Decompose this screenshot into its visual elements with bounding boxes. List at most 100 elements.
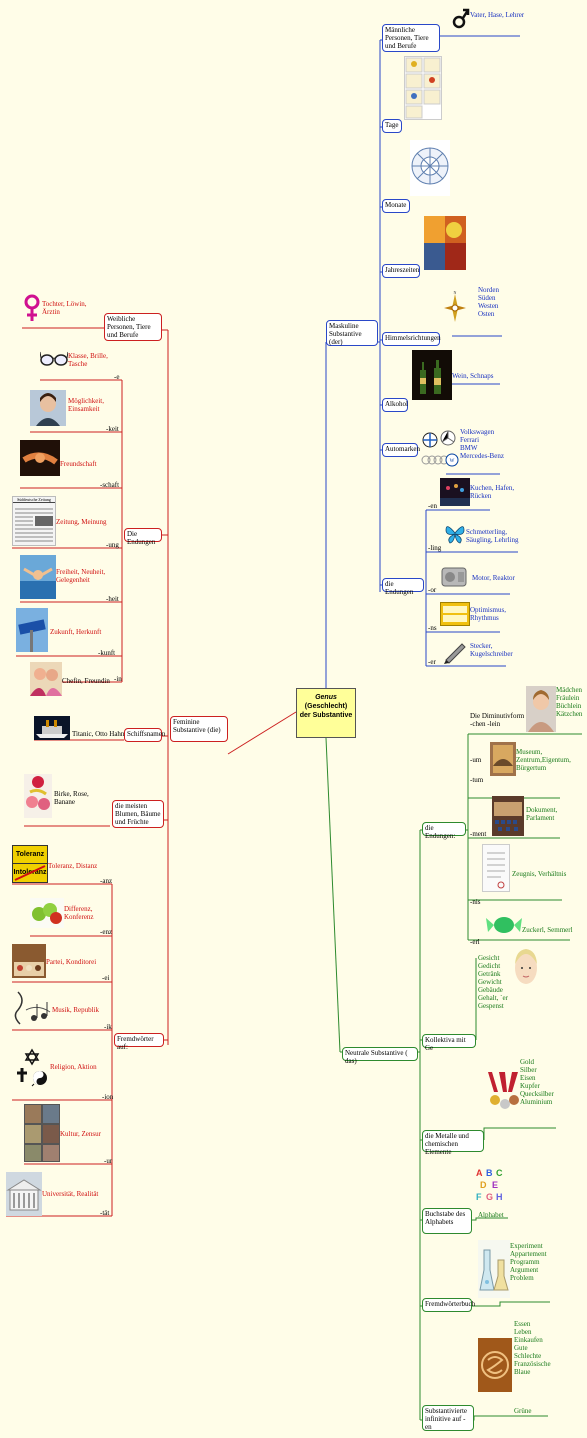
tolerance-sign-image: Toleranz Intoleranz: [12, 845, 48, 883]
feminine-ending-keit-suffix: -keit: [106, 425, 119, 433]
neuter-endings-node[interactable]: die Endungen:: [422, 822, 466, 840]
feminine-foreign-anz-suffix: -anz: [100, 877, 113, 885]
parliament-image: [492, 796, 524, 836]
neuter-ending-erl-suffix: -erl: [470, 938, 480, 946]
metal-silber: Silber: [520, 1066, 537, 1074]
infinitive-franzoesische: Französische: [514, 1360, 551, 1368]
titanic-ship-image: [34, 716, 70, 740]
neuter-endings-label: die Endungen:: [425, 824, 456, 840]
masculine-endings-node[interactable]: die Endungen: [382, 578, 424, 596]
feminine-foreign-ik-examples: Musik, Republik: [52, 1006, 100, 1014]
masculine-persons-node[interactable]: Männliche Personen, Tiere und Berufe: [382, 24, 440, 52]
metal-gold: Gold: [520, 1058, 534, 1066]
feminine-ships-label: Schiffsnamen: [127, 730, 166, 738]
foreign-appartement: Appartement: [510, 1250, 547, 1258]
feminine-foreign-anz-examples: Toleranz, Distanz: [48, 862, 98, 870]
neuter-ending-nis-examples: Zeugnis, Verhältnis: [512, 870, 567, 878]
neuter-foreign-list: Experiment Appartement Programm Argument…: [510, 1242, 547, 1282]
collective-gebaeude: Gebäude: [478, 986, 503, 994]
masculine-months-node[interactable]: Monate: [382, 199, 410, 213]
masculine-days-node[interactable]: Tage: [382, 119, 402, 133]
masculine-ending-en-suffix: -en: [428, 502, 437, 510]
foreign-experiment: Experiment: [510, 1242, 543, 1250]
svg-text:H: H: [496, 1192, 503, 1202]
neuter-branch-node[interactable]: Neutrale Substantive ( das): [342, 1047, 418, 1065]
direction-norden: Norden: [478, 286, 499, 294]
neuter-collective-node[interactable]: Kollektiva mit Ge: [422, 1034, 476, 1052]
car-mercedes-benz: Mercedes-Benz: [460, 452, 504, 460]
infinitive-leben: Leben: [514, 1328, 532, 1336]
neuter-metals-list: Gold Silber Eisen Kupfer Quecksilber Alu…: [520, 1058, 554, 1106]
feminine-endings-label: Die Endungen: [127, 530, 156, 546]
flowers-fruits-image: [24, 774, 52, 818]
feminine-foreign-ur-suffix: -ur: [104, 1157, 113, 1165]
foreign-problem: Problem: [510, 1274, 534, 1282]
feminine-foreign-node[interactable]: Fremdwörter auf:: [114, 1033, 164, 1051]
infinitive-gute: Gute: [514, 1344, 528, 1352]
masculine-persons-examples: Vater, Hase, Lehrer: [470, 11, 525, 19]
feminine-ending-ung-examples: Zeitung, Meinung: [56, 518, 107, 526]
masculine-seasons-node[interactable]: Jahreszeiten: [382, 264, 420, 278]
diminutive-maedchen: Mädchen: [556, 686, 583, 694]
essen-logo-image: [478, 1338, 512, 1392]
collective-gedicht: Gedicht: [478, 962, 501, 970]
feminine-ending-schaft-suffix: -schaft: [100, 481, 120, 489]
religion-symbols-icon: [14, 1048, 50, 1090]
two-women-image: [30, 662, 62, 696]
central-node[interactable]: Genus (Geschlecht) der Substantive: [296, 688, 356, 738]
masculine-ending-or-examples: Motor, Reaktor: [472, 574, 515, 582]
motor-image: [440, 562, 470, 590]
feminine-persons-node[interactable]: Weibliche Personen, Tiere und Berufe: [104, 313, 162, 341]
zodiac-wheel-image: [410, 140, 450, 196]
feminine-endings-node[interactable]: Die Endungen: [124, 528, 162, 546]
masculine-ending-or-suffix: -or: [428, 586, 437, 594]
feminine-ending-e-examples: Klasse, Brille, Tasche: [68, 352, 108, 368]
neuter-ending-um-suffix: -um: [470, 756, 482, 764]
masculine-months-label: Monate: [385, 201, 407, 209]
feminine-ending-e-suffix: -e: [114, 373, 120, 381]
neuter-foreign-node[interactable]: Fremdwörterbuch: [422, 1298, 475, 1312]
harbor-image: [440, 478, 470, 506]
newspaper-masthead: Süddeutsche Zeitung: [13, 497, 55, 503]
feminine-ending-heit-suffix: -heit: [106, 595, 119, 603]
car-volkswagen: Volkswagen: [460, 428, 495, 436]
infinitive-einkaufen: Einkaufen: [514, 1336, 543, 1344]
feminine-branch-node[interactable]: Feminine Substantive (die): [170, 716, 228, 742]
masculine-ending-ns-suffix: -ns: [428, 624, 437, 632]
masculine-branch-label: Maskuline Substantive (der): [329, 322, 362, 346]
butterfly-icon: [444, 522, 466, 544]
masculine-alcohol-label: Alkohol: [385, 400, 408, 408]
feminine-foreign-taet-examples: Universität, Realität: [42, 1190, 99, 1198]
feminine-foreign-label: Fremdwörter auf:: [117, 1035, 154, 1051]
svg-text:W: W: [450, 459, 455, 464]
masculine-directions-node[interactable]: Himmelsrichtungen: [382, 332, 441, 346]
feminine-flowers-node[interactable]: die meisten Blumen, Bäume und Früchte: [112, 800, 164, 828]
collective-gehalt: Gehalt, `er: [478, 994, 508, 1002]
neuter-metals-node[interactable]: die Metalle und chemischen Elemente: [422, 1130, 484, 1156]
masculine-endings-label: die Endungen: [385, 580, 414, 596]
link-central-feminine: [227, 711, 297, 755]
masculine-ending-er-examples: Stecker, Kugelschreiber: [470, 642, 513, 658]
svg-text:D: D: [480, 1180, 487, 1190]
neuter-letters-label: Buchstabe des Alphabets: [425, 1210, 466, 1226]
medals-image: [486, 1070, 520, 1120]
neuter-ending-erl-examples: Zuckerl, Semmerl: [522, 926, 573, 934]
masculine-cars-node[interactable]: Automarken: [382, 443, 420, 457]
handshake-image: [20, 440, 60, 476]
feminine-foreign-ei-suffix: -ei: [102, 974, 110, 982]
culture-collage-image: [24, 1104, 60, 1162]
masculine-days-label: Tage: [385, 121, 399, 129]
neuter-letters-node[interactable]: Buchstabe des Alphabets: [422, 1208, 472, 1234]
pen-icon: [442, 640, 468, 664]
feminine-foreign-ik-suffix: -ik: [104, 1023, 112, 1031]
svg-text:G: G: [486, 1192, 493, 1202]
collective-gesicht: Gesicht: [478, 954, 500, 962]
feminine-foreign-ion-examples: Religion, Aktion: [50, 1063, 97, 1071]
masculine-branch-node[interactable]: Maskuline Substantive (der): [326, 320, 378, 346]
infinitive-essen: Essen: [514, 1320, 531, 1328]
face-illustration-image: [512, 944, 540, 994]
neuter-infinitives-node[interactable]: Substantivierte infinitive auf -en: [422, 1405, 474, 1431]
feminine-ships-node[interactable]: Schiffsnamen: [124, 728, 166, 742]
masculine-alcohol-node[interactable]: Alkohol: [382, 398, 408, 412]
